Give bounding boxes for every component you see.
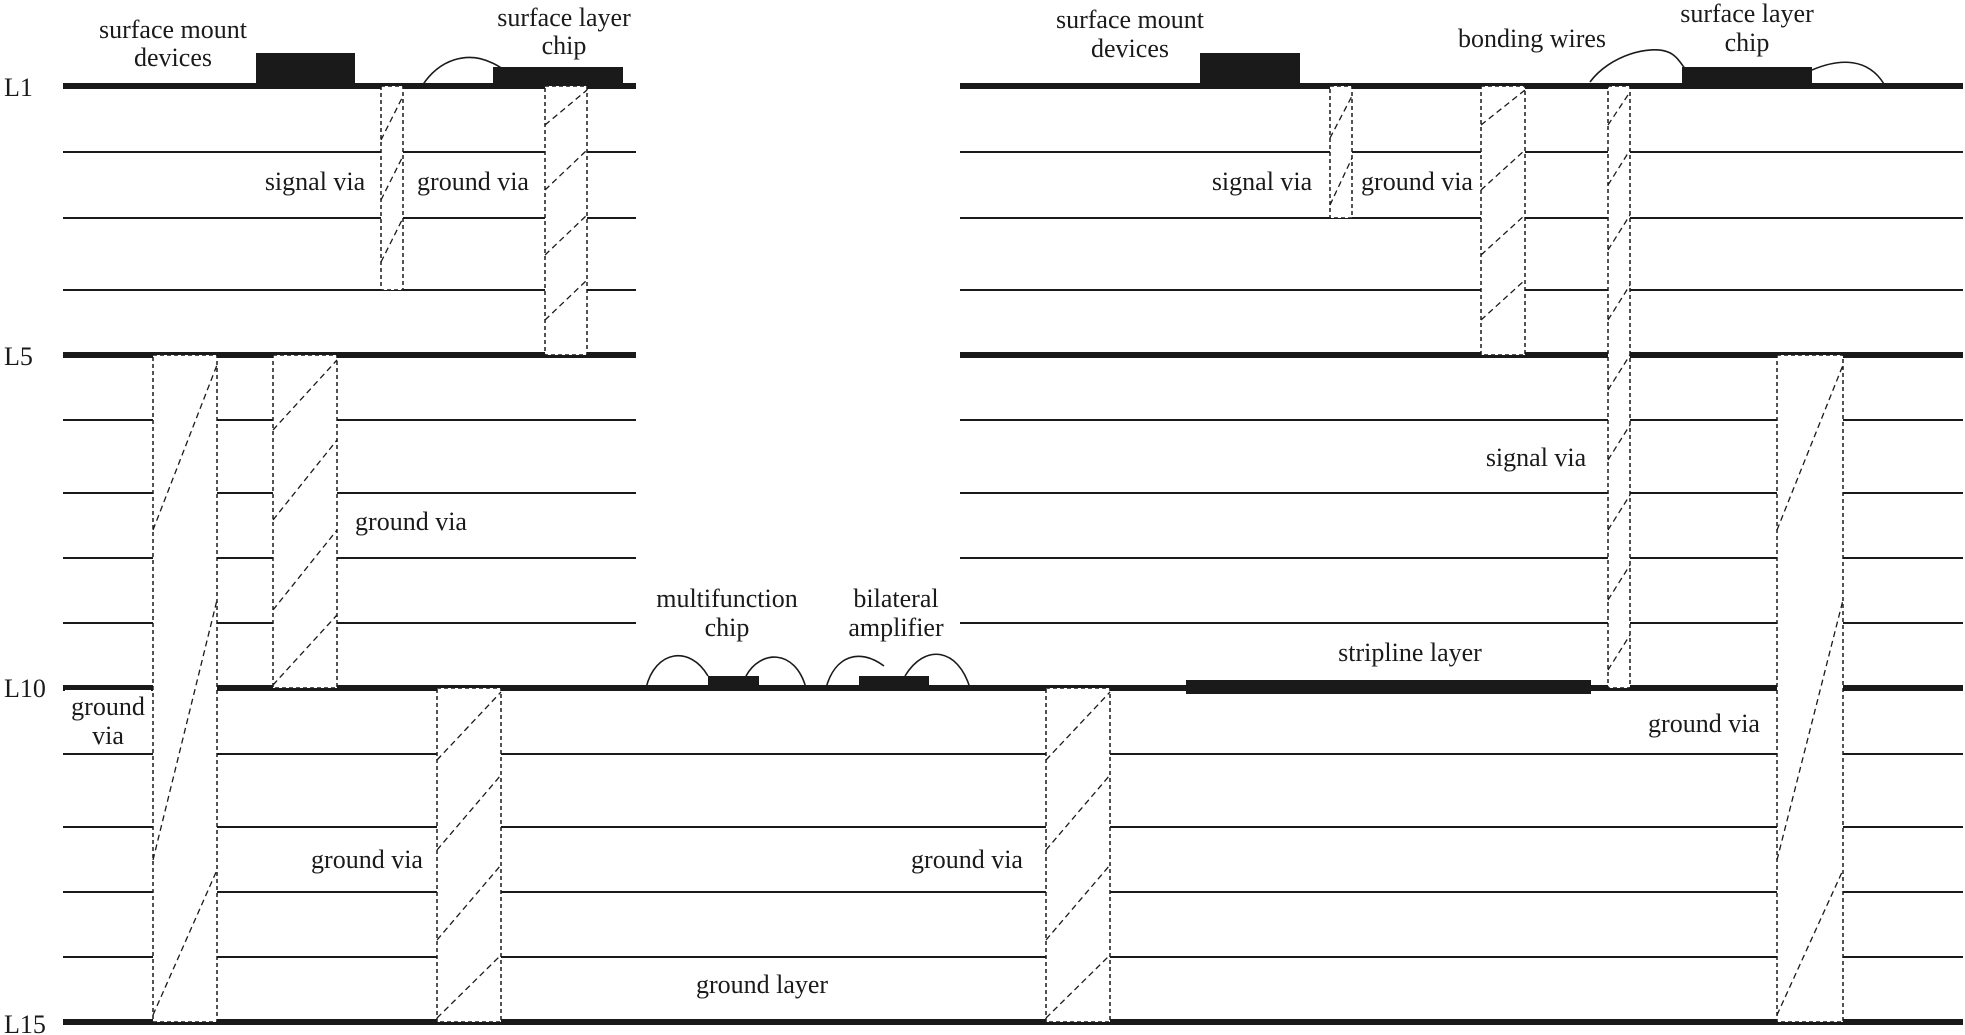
stripline xyxy=(1186,680,1591,694)
label-l1: L1 xyxy=(4,73,33,102)
components xyxy=(256,49,1885,694)
signal-via-left-label: signal via xyxy=(265,167,366,196)
layer-lines xyxy=(63,83,1963,1025)
amplifier-wire-b xyxy=(904,653,971,689)
smd-right-label-line1: surface mount xyxy=(1056,5,1205,34)
signal-via-right-long-label: signal via xyxy=(1486,443,1587,472)
via-ground-right-long xyxy=(1776,354,1844,1023)
smd-left-label-line2: devices xyxy=(134,43,212,72)
ground-via-bottom-center-label: ground via xyxy=(911,845,1023,874)
slc-left-label-line2: chip xyxy=(542,31,587,60)
ground-via-mid-left-label: ground via xyxy=(355,507,467,536)
via-ground-left-mid xyxy=(272,354,338,689)
via-ground-bottom-left xyxy=(436,687,502,1023)
via-ground-right-top xyxy=(1480,85,1526,356)
surface-layer-chip-right xyxy=(1682,67,1812,86)
ground-via-left-label: ground via xyxy=(417,167,529,196)
vias xyxy=(152,85,1844,1023)
annotations: surface mount devices surface layer chip… xyxy=(65,0,1814,999)
bilateral-amplifier xyxy=(859,676,929,688)
amplifier-label-line1: bilateral xyxy=(853,584,938,613)
surface-layer-chip-left xyxy=(493,67,623,86)
signal-via-right-label: signal via xyxy=(1212,167,1313,196)
label-l5: L5 xyxy=(4,342,33,371)
amplifier-label-line2: amplifier xyxy=(848,613,944,642)
bonding-wires-label: bonding wires xyxy=(1458,24,1606,53)
slc-right-label-line2: chip xyxy=(1725,28,1770,57)
layer-labels: L1 L5 L10 L15 xyxy=(4,73,46,1035)
ground-via-bottom-left-label: ground via xyxy=(311,845,423,874)
multifunction-label-line1: multifunction xyxy=(656,584,798,613)
via-signal-right-top xyxy=(1329,85,1353,219)
ground-layer-label: ground layer xyxy=(696,970,828,999)
slc-right-label-line1: surface layer xyxy=(1680,0,1814,28)
multifunction-wire-b xyxy=(745,656,807,689)
multifunction-chip xyxy=(708,676,759,688)
smd-right-label-line2: devices xyxy=(1091,34,1169,63)
ground-via-right-label: ground via xyxy=(1361,167,1473,196)
multifunction-wire-a xyxy=(645,654,709,689)
bonding-wire-left xyxy=(421,56,511,87)
multifunction-label-line2: chip xyxy=(705,613,750,642)
bonding-wire-right-b xyxy=(1811,61,1885,85)
via-signal-right-long xyxy=(1607,85,1631,689)
label-l10: L10 xyxy=(4,674,46,703)
label-l15: L15 xyxy=(4,1010,46,1035)
stripline-layer-label: stripline layer xyxy=(1338,638,1482,667)
slc-left-label-line1: surface layer xyxy=(497,3,631,32)
ground-via-edge-label-line1: ground xyxy=(71,692,145,721)
ground-via-edge-label-line2: via xyxy=(92,721,124,750)
bonding-wire-right-a xyxy=(1589,49,1687,83)
via-signal-left-top xyxy=(380,85,404,291)
via-ground-left-long xyxy=(152,354,218,1023)
amplifier-wire-a xyxy=(825,655,885,689)
smd-left-label-line1: surface mount xyxy=(99,15,248,44)
smd-right xyxy=(1200,53,1300,86)
ground-via-right-bottom-label: ground via xyxy=(1648,709,1760,738)
smd-left xyxy=(256,53,355,86)
via-ground-bottom-center xyxy=(1045,687,1111,1023)
